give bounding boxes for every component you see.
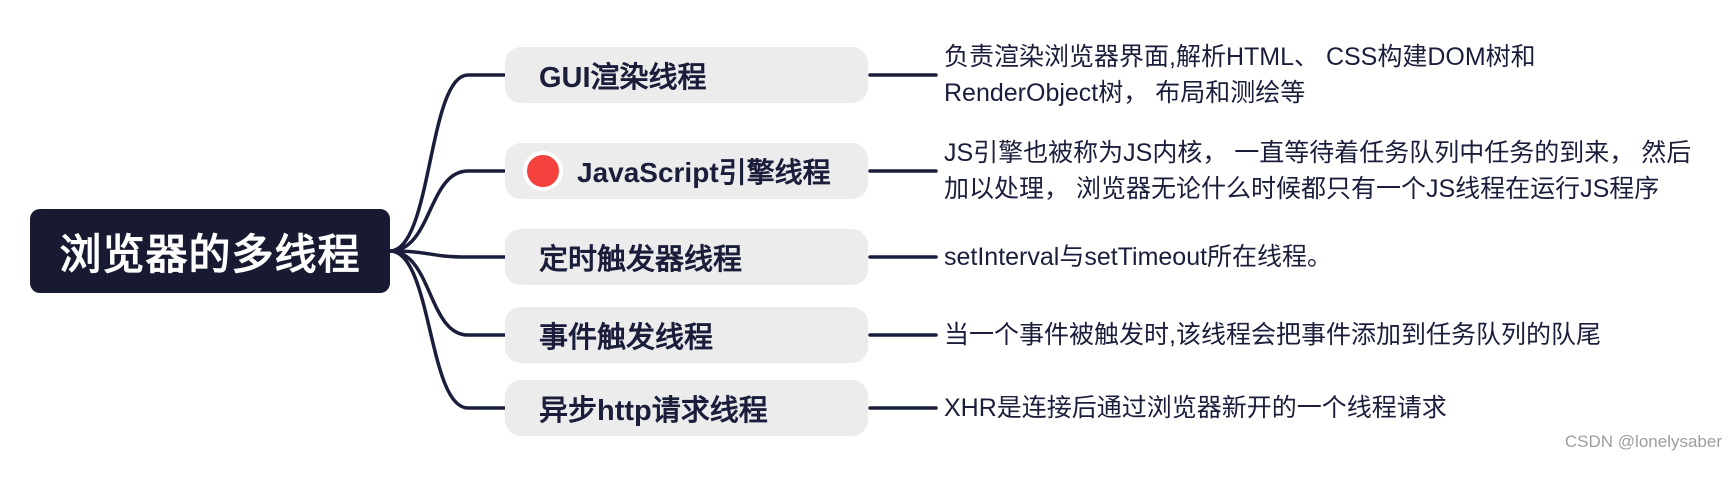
branch-description: JS引擎也被称为JS内核， 一直等待着任务队列中任务的到来， 然后 加以处理， … — [944, 135, 1691, 207]
branch-connector — [388, 249, 507, 337]
branch-connector — [388, 73, 507, 253]
branch-node-js-engine-thread: JavaScript引擎线程 — [505, 143, 868, 199]
description-line: RenderObject树， 布局和测绘等 — [944, 79, 1306, 107]
branch-label: 定时触发器线程 — [539, 244, 743, 276]
description-line: 加以处理， 浏览器无论什么时候都只有一个JS线程在运行JS程序 — [944, 175, 1660, 203]
branch-description: 负责渲染浏览器界面,解析HTML、 CSS构建DOM树和 RenderObjec… — [944, 39, 1536, 111]
branch-label: JavaScript引擎线程 — [577, 157, 831, 188]
branch-label: GUI渲染线程 — [539, 62, 707, 94]
description-line: 负责渲染浏览器界面,解析HTML、 CSS构建DOM树和 — [944, 43, 1536, 71]
branch-node-gui-render-thread: GUI渲染线程 — [505, 47, 868, 103]
description-line: setInterval与setTimeout所在线程。 — [944, 243, 1333, 271]
branch-label: 事件触发线程 — [539, 322, 714, 354]
branch-description: setInterval与setTimeout所在线程。 — [944, 239, 1332, 275]
description-line: 当一个事件被触发时,该线程会把事件添加到任务队列的队尾 — [944, 321, 1601, 349]
branch-description: 当一个事件被触发时,该线程会把事件添加到任务队列的队尾 — [944, 317, 1601, 353]
description-line: XHR是连接后通过浏览器新开的一个线程请求 — [944, 394, 1447, 422]
branch-connector — [388, 249, 507, 410]
central-node-label: 浏览器的多线程 — [59, 230, 361, 278]
watermark: CSDN @lonelysaber — [1564, 432, 1722, 451]
branch-connector — [388, 169, 507, 253]
branch-node-async-http-thread: 异步http请求线程 — [505, 380, 868, 436]
red-circle-icon — [523, 151, 563, 191]
description-line: JS引擎也被称为JS内核， 一直等待着任务队列中任务的到来， 然后 — [944, 139, 1692, 167]
branch-description: XHR是连接后通过浏览器新开的一个线程请求 — [944, 390, 1447, 426]
branch-node-event-thread: 事件触发线程 — [505, 307, 868, 363]
branch-node-timer-thread: 定时触发器线程 — [505, 229, 868, 285]
branch-connector — [388, 249, 507, 259]
central-node: 浏览器的多线程 — [30, 209, 390, 293]
branch-label: 异步http请求线程 — [539, 395, 768, 427]
